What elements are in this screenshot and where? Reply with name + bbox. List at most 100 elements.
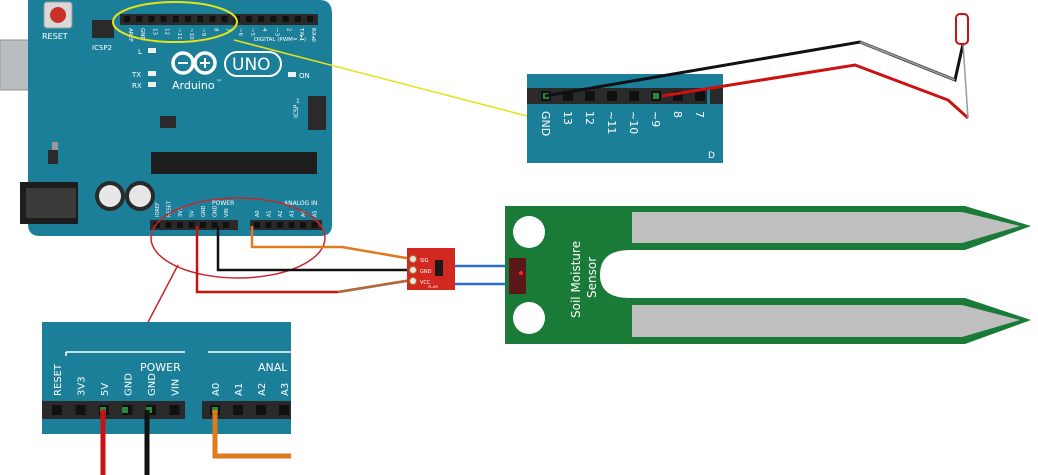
digital-pin-label-8: 8 xyxy=(212,28,218,32)
zoom-power-label-5v-2: 5V xyxy=(100,383,111,396)
wire-grey-led-lead xyxy=(859,41,956,81)
on-led xyxy=(288,72,296,77)
power-pin-a3-10 xyxy=(288,222,295,228)
zoom-digital-pin-12 xyxy=(585,91,595,101)
sensor-module: SIG GND VCC YL-69 xyxy=(407,248,455,290)
digital-pin-label-12: 12 xyxy=(164,28,170,35)
power-pin-a0-7 xyxy=(254,222,260,228)
zoom-power-label: POWER xyxy=(140,361,181,374)
on-led-label: ON xyxy=(299,72,310,80)
module-vcc-label: VCC xyxy=(420,280,431,286)
soil-moisture-probe: Soil Moisture Sensor xyxy=(505,206,1031,344)
zoom-digital-pin-10 xyxy=(629,91,639,101)
rx-led-label: RX xyxy=(132,82,142,90)
power-pin-label-a0-7: A0 xyxy=(255,210,261,217)
digital-pin-label-rx-0: RX◂0 xyxy=(310,28,316,42)
digital-pin-tx-1 xyxy=(294,16,301,22)
digital-pin-label-7: 7 xyxy=(225,28,231,32)
module-pin-gnd xyxy=(409,266,417,274)
digital-pin-gnd xyxy=(136,16,143,22)
power-pin-label-3v3-2: 3V3 xyxy=(178,207,184,217)
digital-pin-10 xyxy=(185,16,191,22)
power-pin-label-ioref-0: IOREF xyxy=(155,202,161,217)
digital-pin-label-10: ~10 xyxy=(188,28,194,40)
zoom-power-label-a3-9: A3 xyxy=(280,383,291,396)
zoom-power-label-gnd-3: GND xyxy=(124,373,135,396)
zoom-power-pin-vin-5 xyxy=(169,405,180,415)
probe-mount-hole-bottom xyxy=(513,302,545,334)
digital-pin-label-3: ~3 xyxy=(273,28,279,37)
power-pin-5v-3 xyxy=(188,222,195,228)
power-pin-label-reset-1: RESET xyxy=(167,200,173,217)
power-pin-label-gnd-4: GND xyxy=(201,205,207,217)
zoom-analog-header-strip xyxy=(202,401,291,419)
digital-pin-9 xyxy=(197,16,204,22)
module-chip xyxy=(435,260,443,276)
zoom-power-pin-a2-8 xyxy=(256,405,266,415)
zoom-contact-1 xyxy=(122,407,128,413)
probe-mount-hole-top xyxy=(513,216,545,248)
zoom-digital-pin-11 xyxy=(607,91,617,101)
power-pin-3v3-2 xyxy=(177,222,183,228)
digital-pin-8 xyxy=(209,16,216,22)
led-lead xyxy=(962,43,969,119)
power-pin-label-5v-3: 5V xyxy=(190,210,196,217)
power-pin-a1-8 xyxy=(265,222,272,228)
power-pin-label-gnd-5: GND xyxy=(213,205,219,217)
power-pin-label-a4-11: A4 xyxy=(301,210,307,217)
digital-pin-label-6: ~6 xyxy=(237,28,243,37)
power-pin-gnd-4 xyxy=(200,222,206,228)
power-pin-label-a2-9: A2 xyxy=(278,210,284,217)
atmega-chip xyxy=(151,152,317,174)
uno-badge xyxy=(224,51,282,77)
digital-label: DIGITAL (PWM= ~) xyxy=(254,37,306,43)
digital-pin-4 xyxy=(258,16,265,22)
zoom-digital-label-11: ~11 xyxy=(605,111,618,134)
power-pin-label-a3-10: A3 xyxy=(290,210,296,217)
digital-pin-label-5: ~5 xyxy=(249,28,255,37)
zoom-digital-pin-7 xyxy=(695,91,705,101)
tx-led xyxy=(148,71,156,76)
wire-brown-vcc xyxy=(337,278,413,294)
zoom-power-pin-a3-9 xyxy=(279,405,289,415)
power-analog-pin-holes xyxy=(154,222,318,228)
zoom-wire-orange-a0 xyxy=(212,410,291,459)
probe-prong-bottom xyxy=(632,305,1020,337)
tx-led-label: TX xyxy=(131,71,141,79)
module-pin-vcc xyxy=(409,277,417,285)
module-pin-sig xyxy=(409,255,417,263)
power-pin-a4-11 xyxy=(300,222,306,228)
power-pin-gnd-5 xyxy=(211,222,218,228)
zoom-analog-label: ANAL xyxy=(258,361,288,374)
reset-label: RESET xyxy=(42,32,68,41)
trademark-mark: ™ xyxy=(216,79,222,86)
zoom-power-label-a0-6: A0 xyxy=(211,383,222,396)
zoom-power-pin-reset-0 xyxy=(52,405,62,415)
reset-button-cap xyxy=(50,7,66,23)
probe-connector xyxy=(509,258,526,294)
zoom-digital-label-12: 12 xyxy=(583,111,596,125)
power-highlight-ellipse xyxy=(150,197,326,279)
module-gnd-label: GND xyxy=(420,269,432,275)
uno-label: UNO xyxy=(232,55,271,75)
zoom-power-label-gnd-4: GND xyxy=(147,373,158,396)
zoom-digital-label-7: 7 xyxy=(693,111,706,118)
digital-pin-3 xyxy=(270,16,277,22)
digital-pin-label-9: ~9 xyxy=(200,28,206,37)
arduino-logo xyxy=(171,51,217,75)
module-sig-label: SIG xyxy=(420,258,429,264)
probe-prong-top xyxy=(632,212,1020,243)
zoom-digital-label-8: 8 xyxy=(671,111,684,118)
power-pin-a5-12 xyxy=(311,222,318,228)
icsp2-header xyxy=(92,20,114,38)
zoom-digital-background xyxy=(527,74,723,163)
wire-orange-a0-sig xyxy=(250,226,413,261)
sensor-label-line2: Sensor xyxy=(585,257,599,298)
zoom-pin9-contact xyxy=(653,93,659,99)
zoom-digital-pin-13 xyxy=(563,91,573,101)
l-led xyxy=(148,48,156,53)
